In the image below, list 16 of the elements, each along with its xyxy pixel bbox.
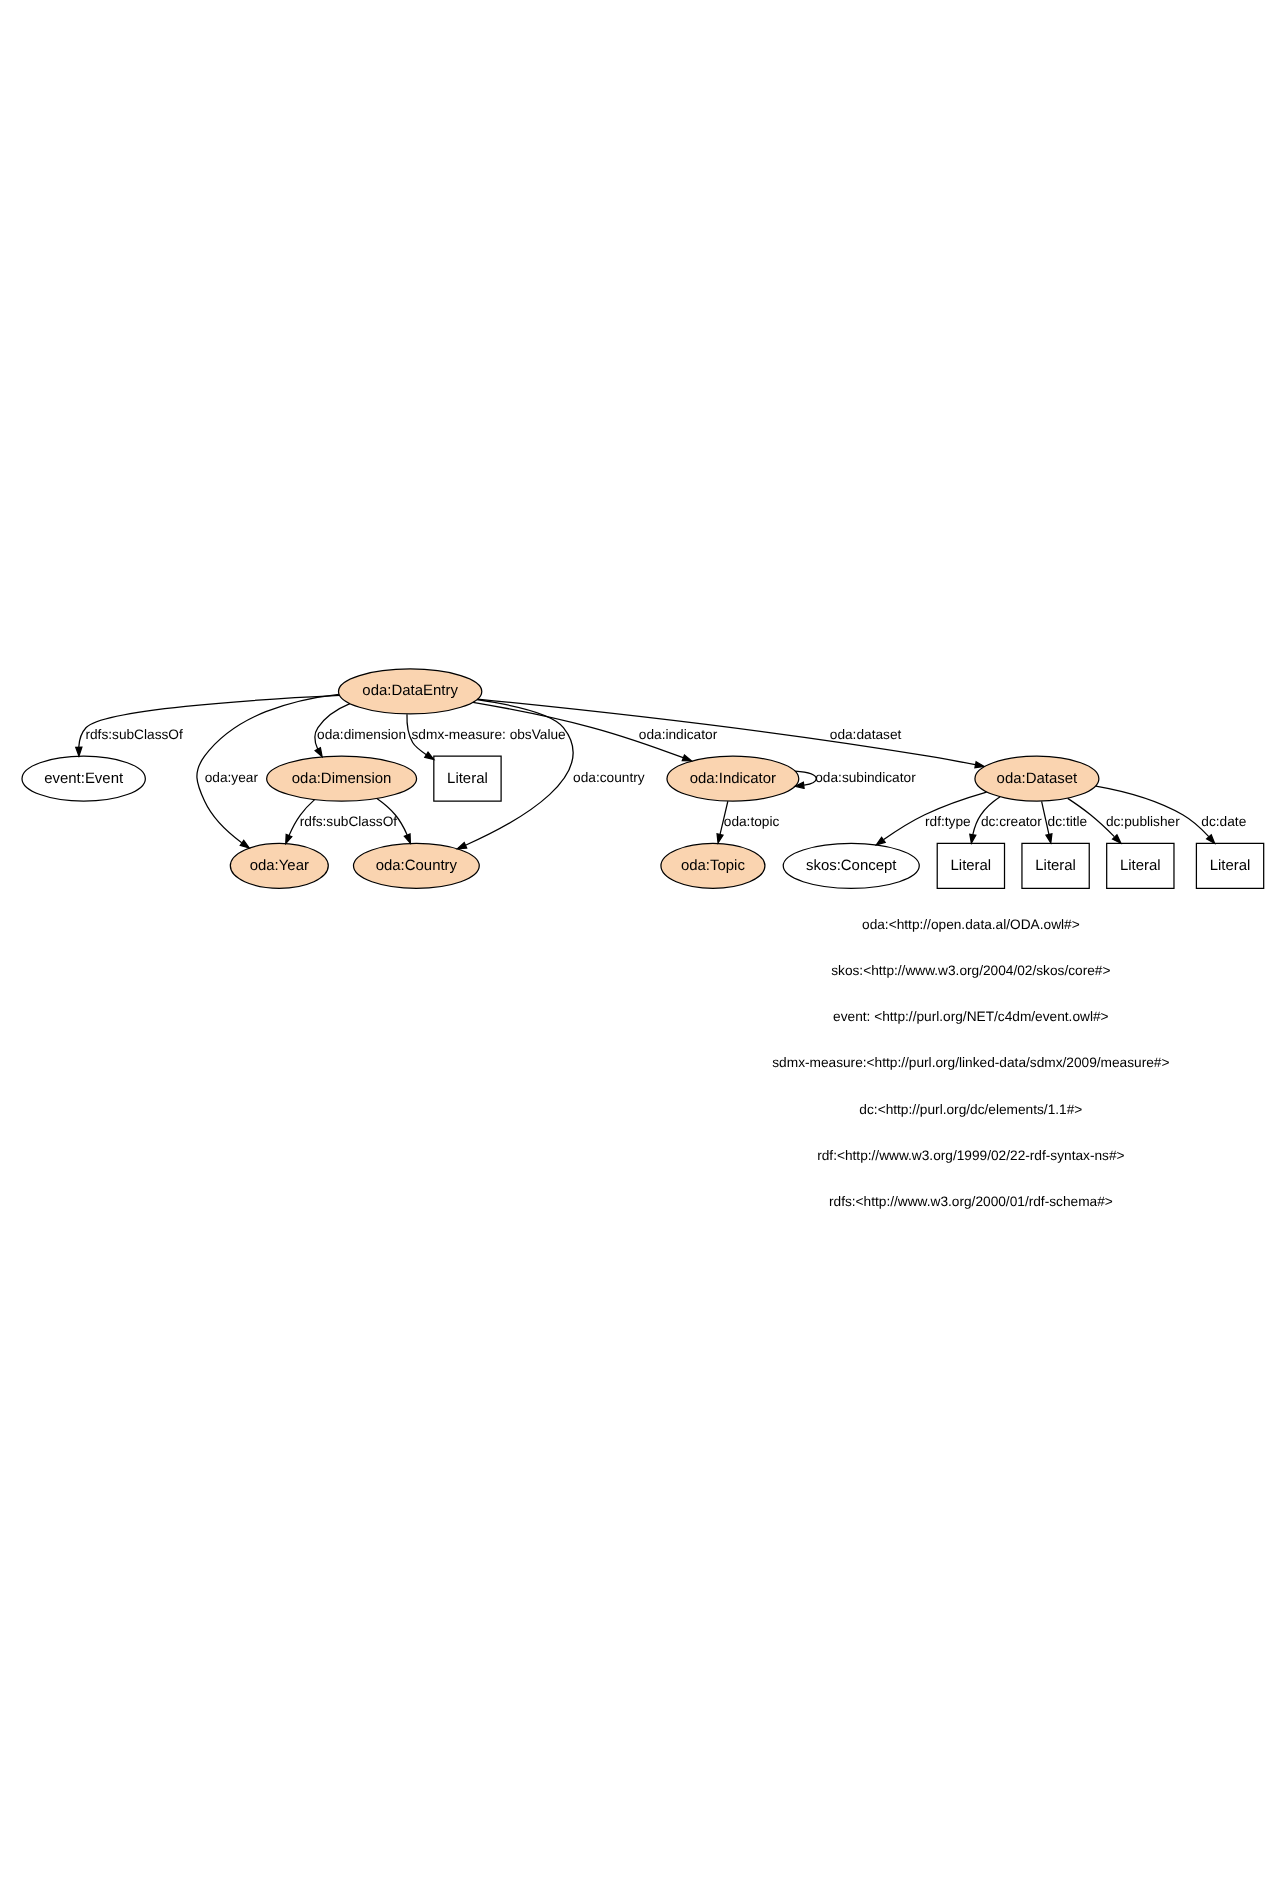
arrow: [314, 703, 351, 759]
arrow: [376, 797, 412, 845]
arrow: [472, 701, 694, 762]
arrow: [1067, 797, 1123, 845]
arrow: [1041, 800, 1053, 845]
arrow: [969, 796, 1001, 846]
arrow: [793, 770, 817, 790]
arrow: [406, 713, 436, 761]
arrow: [74, 694, 341, 758]
arrow: [476, 698, 986, 769]
arrow: [874, 791, 988, 846]
arrow: [196, 693, 340, 850]
arrow: [1095, 785, 1216, 845]
arrow: [285, 799, 316, 846]
arrow: [455, 699, 574, 850]
arrow: [716, 800, 729, 845]
